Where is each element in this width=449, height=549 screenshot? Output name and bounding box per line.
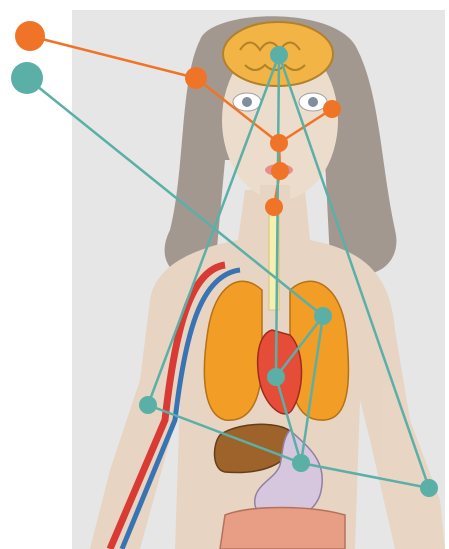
teal-node-left-arm[interactable]: [139, 396, 157, 414]
orange-node-nose[interactable]: [271, 162, 289, 180]
teal-node-stomach[interactable]: [292, 454, 310, 472]
teal-node-brain[interactable]: [270, 46, 288, 64]
orange-node-right-eye[interactable]: [323, 100, 341, 118]
orange-node-brow-center[interactable]: [270, 134, 288, 152]
orange-node-legend-dot[interactable]: [15, 21, 45, 51]
intestines: [220, 508, 345, 549]
teal-node-right-lung[interactable]: [314, 307, 332, 325]
teal-node-right-hip[interactable]: [420, 479, 438, 497]
teal-node-legend-dot[interactable]: [11, 62, 43, 94]
teal-node-heart[interactable]: [267, 368, 285, 386]
orange-node-forehead[interactable]: [185, 67, 207, 89]
orange-node-throat[interactable]: [265, 198, 283, 216]
